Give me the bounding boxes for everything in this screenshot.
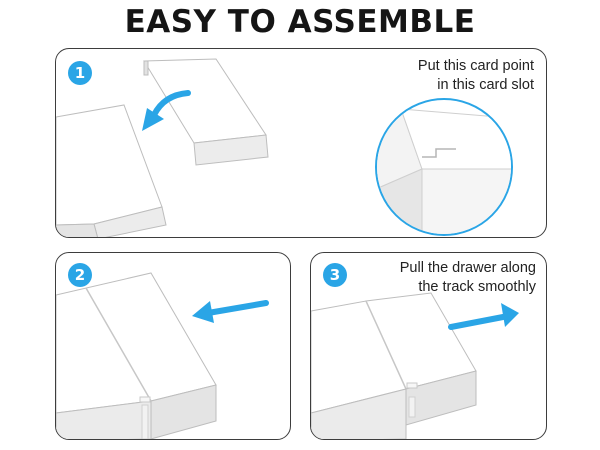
step-1-caption-line-1: Put this card point xyxy=(417,58,534,74)
assembled-box xyxy=(56,272,217,439)
curved-arrow-icon xyxy=(142,90,191,131)
step-2-badge: 2 xyxy=(68,263,92,287)
step-1-panel: 1 Put this card point in this card slot xyxy=(55,48,547,238)
page-title: EASY TO ASSEMBLE xyxy=(124,4,476,40)
step-2-illustration xyxy=(56,272,269,439)
step-3-caption-line-1: Pull the drawer along xyxy=(399,260,536,276)
step-2-panel: 2 xyxy=(55,252,291,440)
box-with-drawer xyxy=(311,292,477,439)
step-1-illustration xyxy=(56,58,513,237)
left-arrow-icon xyxy=(192,300,269,323)
step-3-badge: 3 xyxy=(323,263,347,287)
step-1-badge: 1 xyxy=(68,61,92,85)
step-3-panel: 3 Pull the drawer along the track smooth… xyxy=(310,252,547,440)
lid-piece xyxy=(143,58,269,166)
step-1-caption: Put this card point in this card slot xyxy=(418,57,534,95)
step-1-caption-line-2: in this card slot xyxy=(437,77,534,93)
detail-zoom-circle xyxy=(375,98,513,236)
box-base xyxy=(56,104,167,237)
right-arrow-icon xyxy=(448,303,519,330)
step-3-caption-line-2: the track smoothly xyxy=(418,279,536,295)
step-3-illustration xyxy=(311,292,519,439)
step-3-caption: Pull the drawer along the track smoothly xyxy=(400,259,536,297)
